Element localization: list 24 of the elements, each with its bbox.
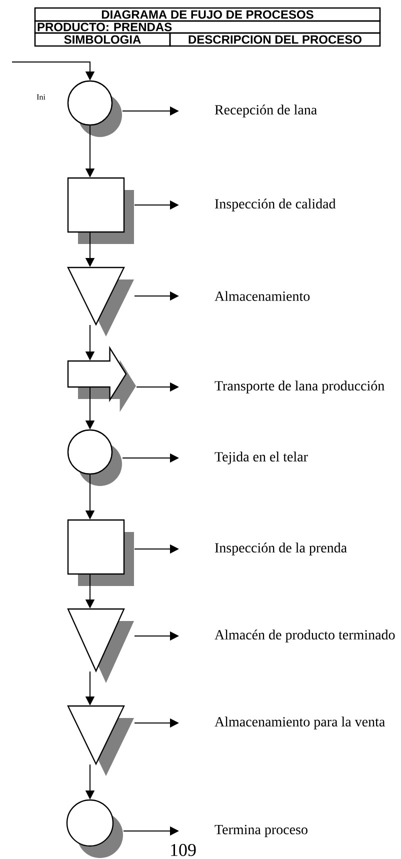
operation-circle bbox=[66, 799, 123, 858]
storage-triangle bbox=[67, 608, 134, 683]
operation-circle bbox=[67, 80, 122, 137]
page-number: 109 bbox=[171, 844, 196, 856]
cut-off-text: Ini bbox=[36, 94, 46, 100]
process-description: Recepción de lana bbox=[214, 104, 317, 118]
process-description: Inspección de calidad bbox=[215, 198, 336, 212]
storage-triangle bbox=[67, 266, 134, 336]
process-description: Inspección de la prenda bbox=[215, 542, 347, 556]
table-header-cell: DESCRIPCION DEL PROCESO bbox=[169, 32, 381, 47]
process-description: Transporte de lana producción bbox=[214, 380, 384, 394]
process-description: Almacén de producto terminado bbox=[214, 630, 395, 642]
inspection-box bbox=[67, 177, 134, 244]
storage-triangle bbox=[67, 705, 134, 776]
transport-symbol bbox=[67, 346, 136, 412]
table-header-cell: DIAGRAMA DE FUJO DE PROCESOS bbox=[34, 7, 381, 22]
process-description: Almacenamiento bbox=[214, 291, 310, 301]
process-description: Almacenamiento para la venta bbox=[214, 716, 385, 730]
process-description: Tejida en el telar bbox=[214, 452, 308, 464]
table-header-cell: PRODUCTO: PRENDAS bbox=[34, 20, 381, 34]
operation-circle bbox=[67, 429, 122, 486]
table-header-cell: SIMBOLOGIA bbox=[34, 32, 171, 47]
process-description: Termina proceso bbox=[214, 824, 308, 838]
inspection-box bbox=[67, 519, 134, 586]
